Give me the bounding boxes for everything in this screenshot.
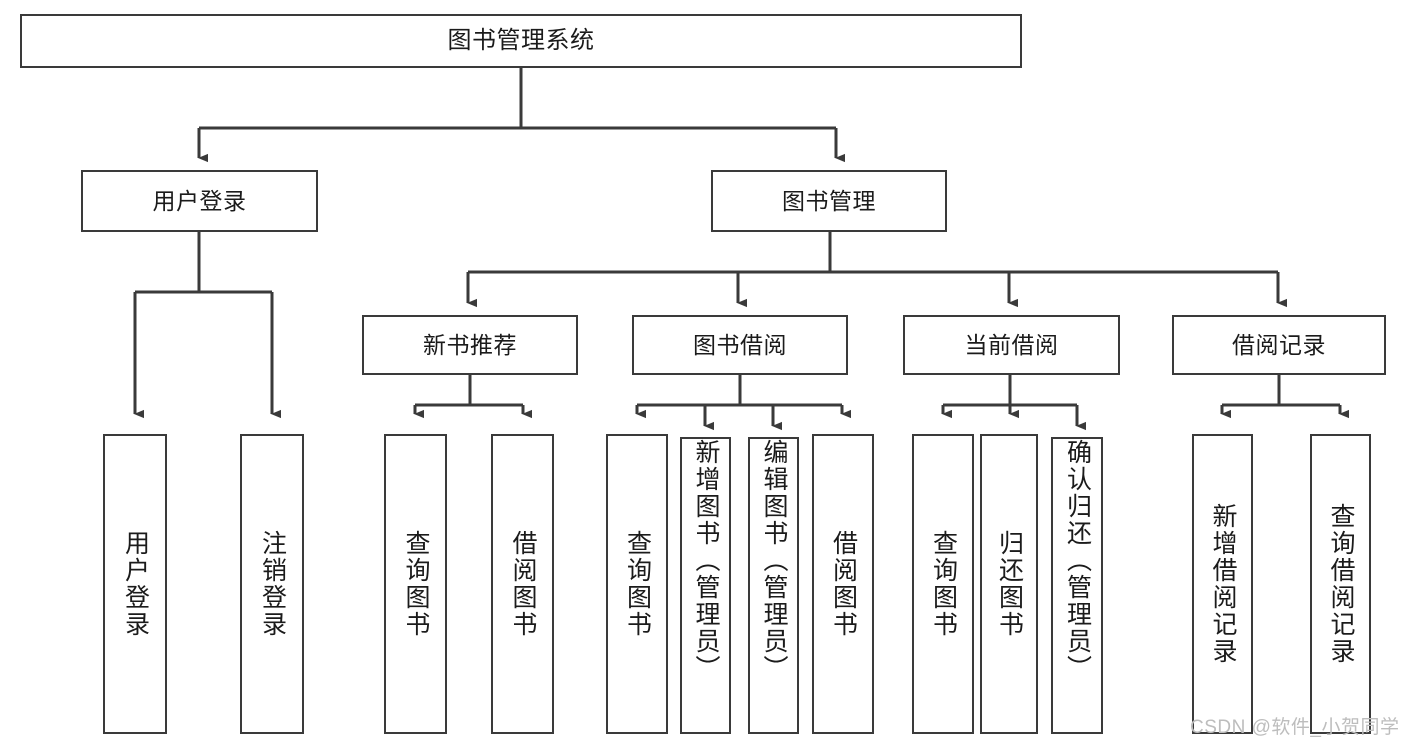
node-label: 确认归还（管理员） <box>1063 439 1092 682</box>
node-label: 借阅图书 <box>509 530 537 638</box>
node-current-borrow[interactable]: 当前借阅 <box>903 315 1120 375</box>
node-new-book-recommend[interactable]: 新书推荐 <box>362 315 578 375</box>
leaf-query-book-current[interactable]: 查询图书 <box>912 434 974 734</box>
node-label: 当前借阅 <box>964 331 1059 358</box>
node-label: 借阅图书 <box>829 530 858 638</box>
csdn-watermark: CSDN @软件_小贺同学 <box>1190 717 1400 738</box>
node-book-borrow[interactable]: 图书借阅 <box>632 315 848 375</box>
node-label: 编辑图书（管理员） <box>760 439 788 682</box>
leaf-query-book-recommend[interactable]: 查询图书 <box>384 434 447 734</box>
node-label: 查询图书 <box>623 530 652 638</box>
node-label: 用户登录 <box>152 187 247 214</box>
node-label: 图书管理 <box>782 187 876 214</box>
leaf-borrow-book-recommend[interactable]: 借阅图书 <box>491 434 554 734</box>
node-label: 归还图书 <box>995 530 1024 638</box>
node-label: 注销登录 <box>258 530 287 638</box>
leaf-add-borrow-record[interactable]: 新增借阅记录 <box>1192 434 1253 734</box>
node-user-login[interactable]: 用户登录 <box>81 170 318 232</box>
node-label: 新增图书（管理员） <box>692 439 720 682</box>
node-label: 新增借阅记录 <box>1209 503 1237 665</box>
leaf-query-book-borrow[interactable]: 查询图书 <box>606 434 668 734</box>
leaf-return-book[interactable]: 归还图书 <box>980 434 1038 734</box>
node-book-management[interactable]: 图书管理 <box>711 170 947 232</box>
leaf-add-book-admin[interactable]: 新增图书（管理员） <box>680 437 731 734</box>
leaf-query-borrow-record[interactable]: 查询借阅记录 <box>1310 434 1371 734</box>
node-label: 借阅记录 <box>1232 331 1326 358</box>
node-label: 查询借阅记录 <box>1327 503 1355 665</box>
leaf-logout-login[interactable]: 注销登录 <box>240 434 304 734</box>
leaf-user-login[interactable]: 用户登录 <box>103 434 167 734</box>
node-root-book-management-system[interactable]: 图书管理系统 <box>20 14 1022 68</box>
node-label: 用户登录 <box>121 530 150 638</box>
leaf-borrow-book-borrow[interactable]: 借阅图书 <box>812 434 874 734</box>
node-borrow-record[interactable]: 借阅记录 <box>1172 315 1386 375</box>
node-label: 查询图书 <box>402 530 430 638</box>
node-label: 新书推荐 <box>423 331 517 358</box>
leaf-edit-book-admin[interactable]: 编辑图书（管理员） <box>748 437 799 734</box>
node-label: 图书借阅 <box>693 331 787 358</box>
leaf-confirm-return-admin[interactable]: 确认归还（管理员） <box>1051 437 1103 734</box>
node-label: 图书管理系统 <box>447 27 595 55</box>
node-label: 查询图书 <box>929 530 958 638</box>
